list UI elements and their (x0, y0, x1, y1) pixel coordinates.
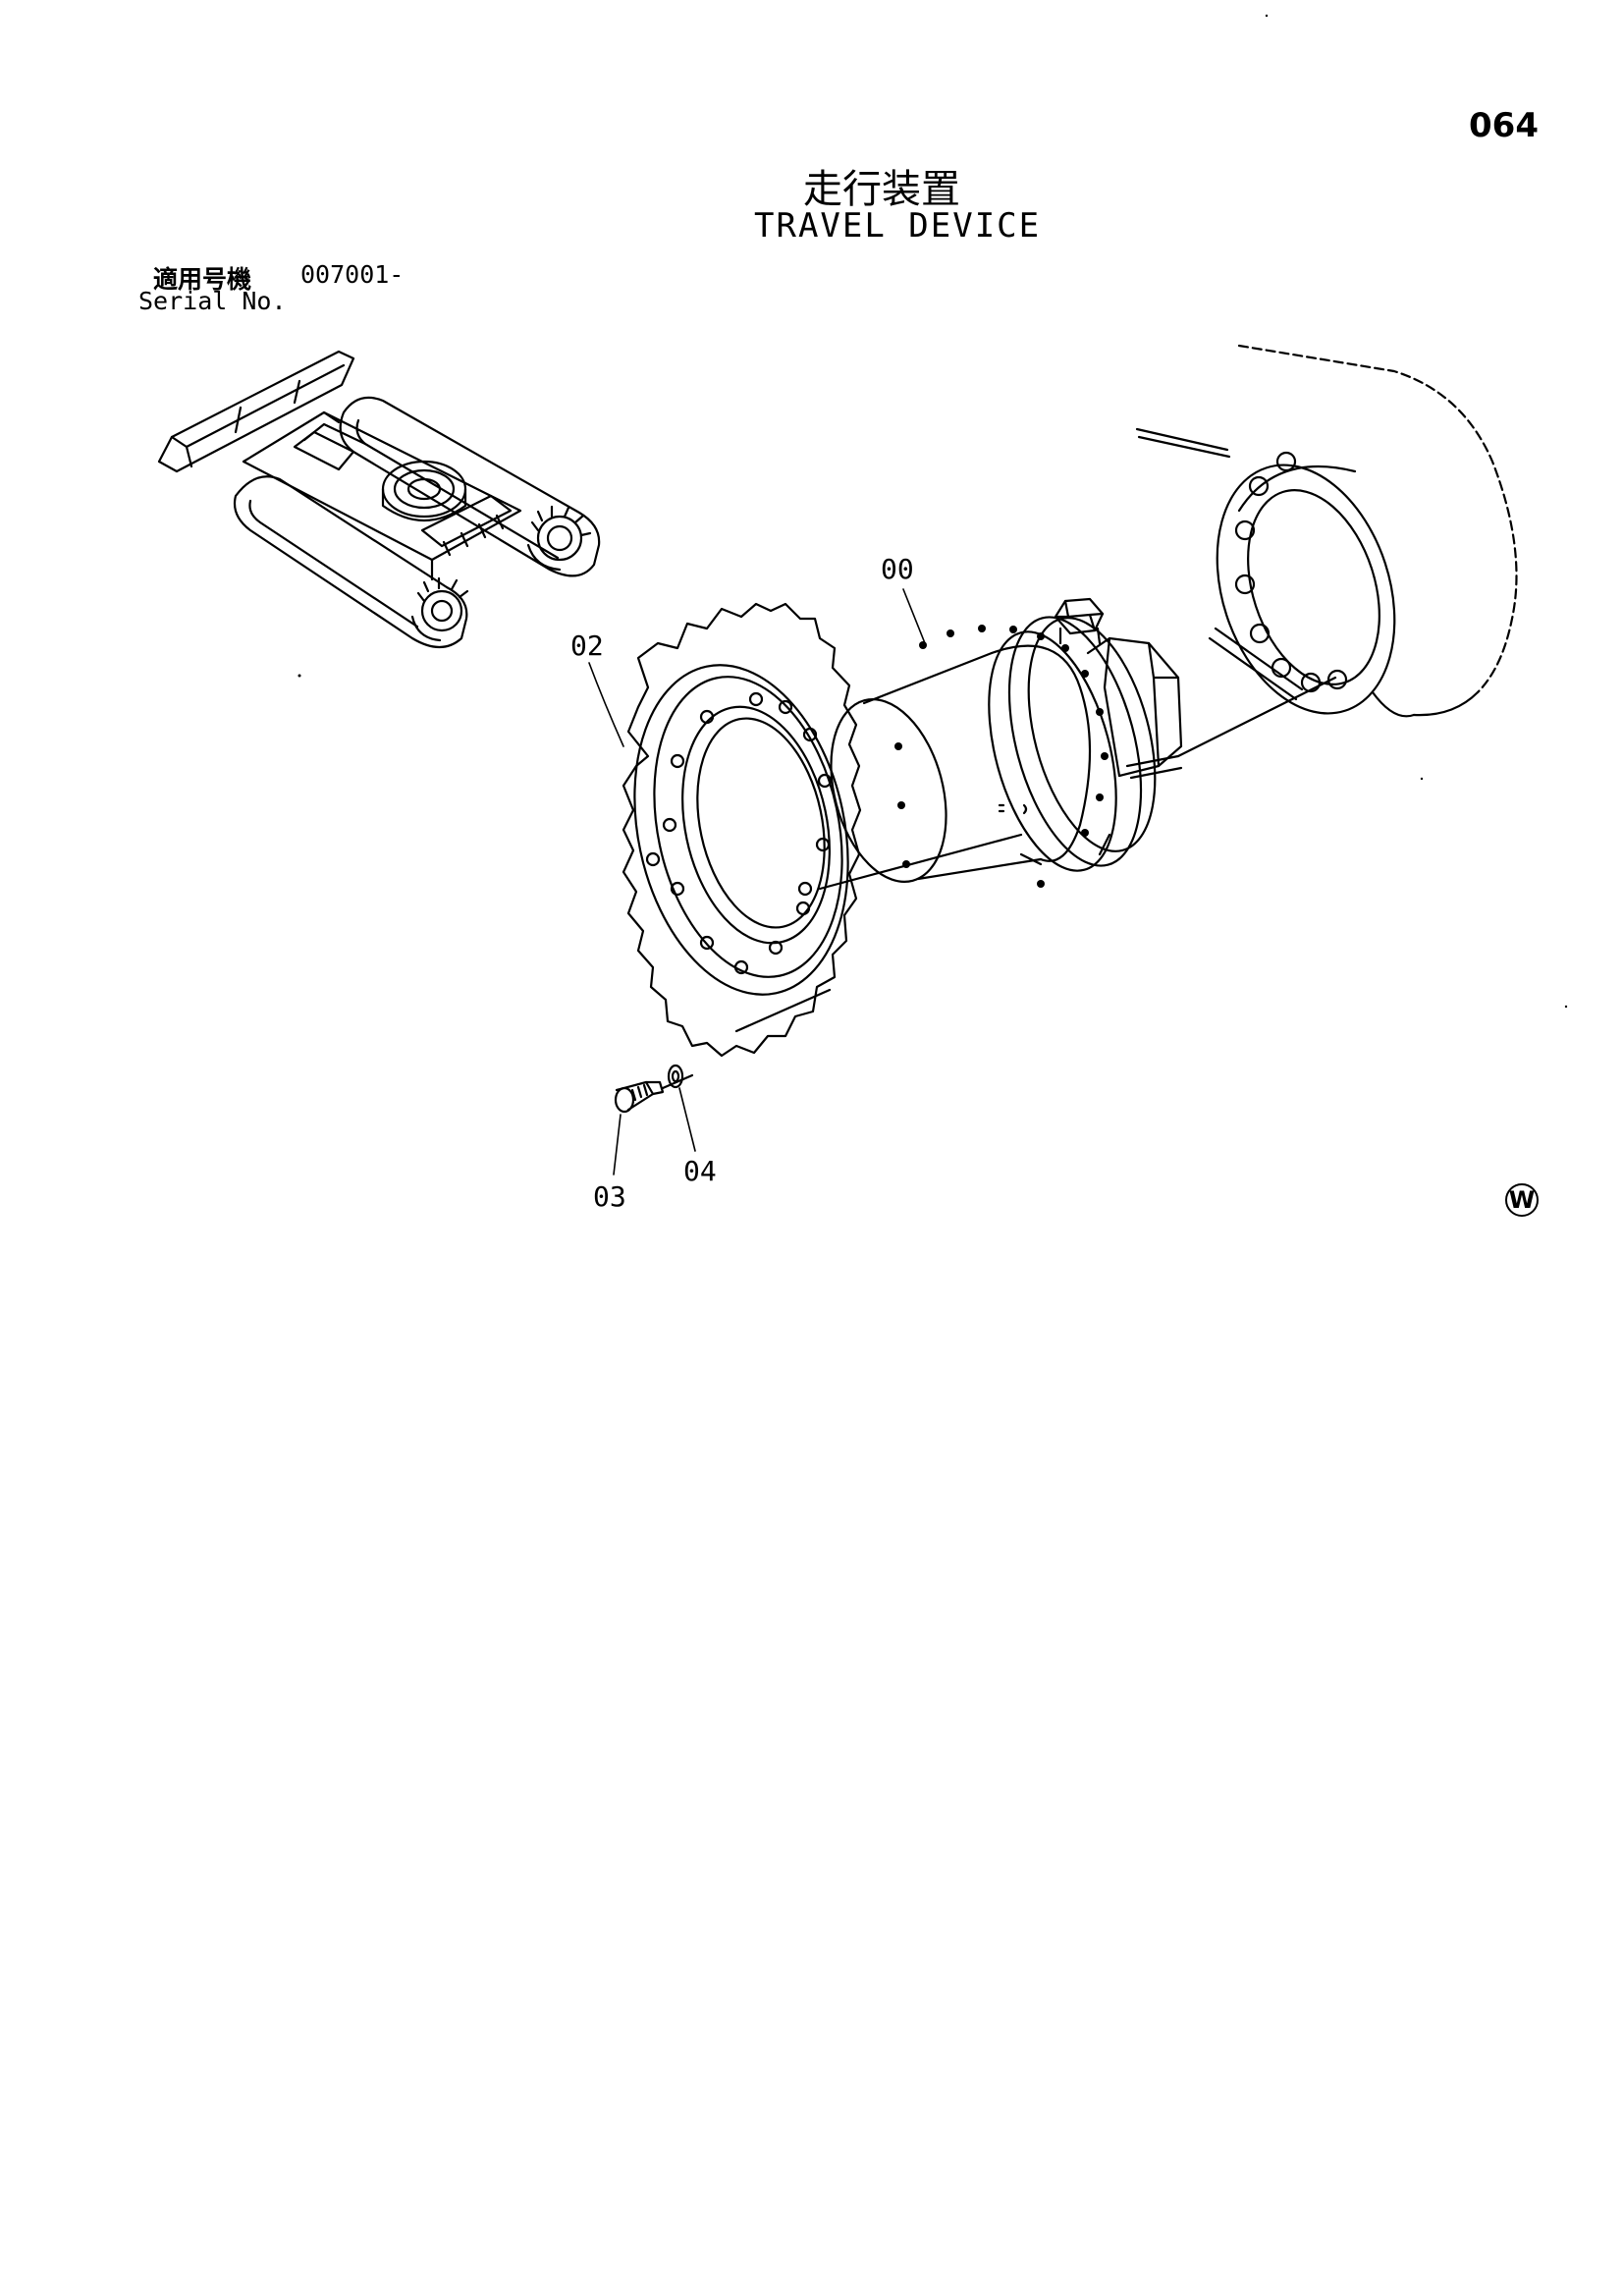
travel-motor-part-00[interactable] (812, 597, 1337, 895)
machine-overview-illustration (157, 350, 601, 649)
title-english: TRAVEL DEVICE (754, 206, 1042, 246)
track-frame-outline (1135, 344, 1518, 718)
callout-00[interactable]: 00 (881, 553, 914, 585)
title-japanese: 走行装置 (803, 167, 960, 212)
callout-02[interactable]: 02 (570, 629, 604, 662)
watermark-w: W (1505, 1183, 1539, 1217)
serial-label-english: Serial No. (138, 287, 287, 315)
page-number: 064 (1469, 106, 1539, 145)
serial-number-value: 007001- (300, 260, 405, 289)
callout-04[interactable]: 04 (683, 1155, 717, 1187)
washer-part-04[interactable] (667, 1064, 684, 1089)
serial-label-japanese: 適用号機 (153, 265, 252, 294)
callout-03[interactable]: 03 (593, 1180, 626, 1213)
bolt-part-03[interactable] (614, 1073, 694, 1114)
sprocket-part-02[interactable] (606, 602, 1023, 1058)
leader-lines (588, 588, 926, 1175)
